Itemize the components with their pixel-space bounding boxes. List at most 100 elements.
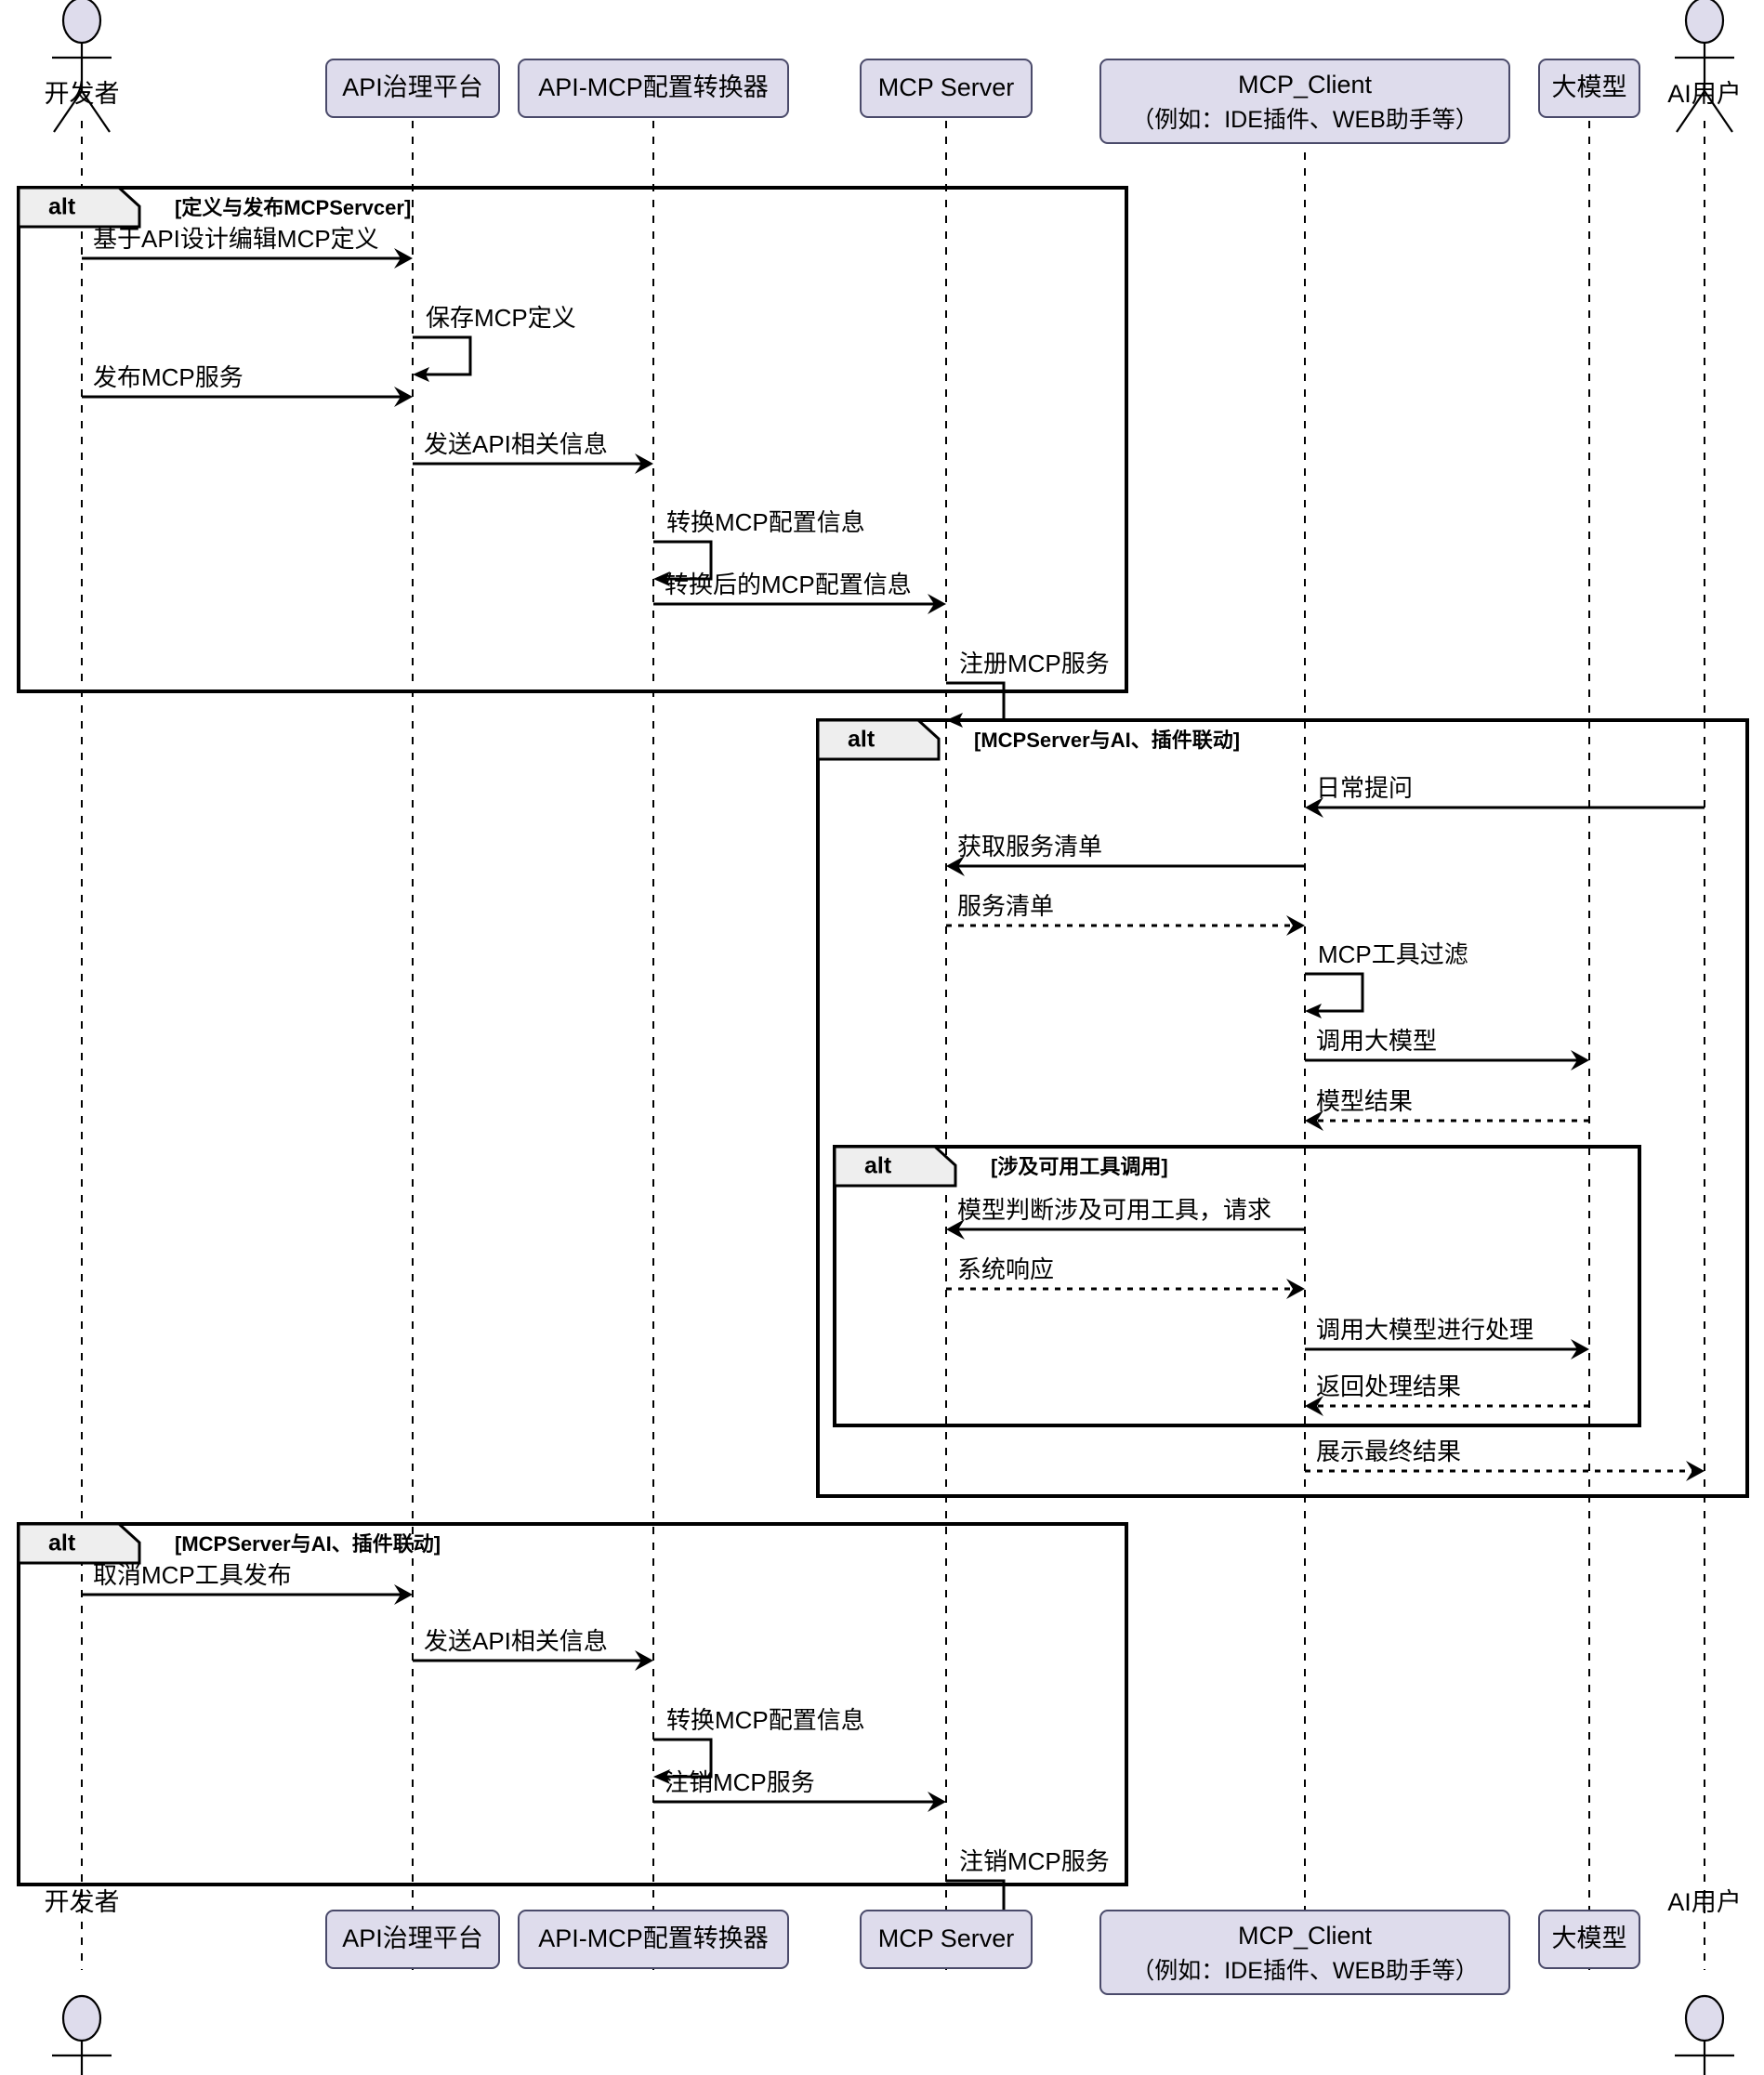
message-label: 展示最终结果	[1316, 1438, 1461, 1465]
frame-condition: [MCPServer与AI、插件联动]	[974, 729, 1240, 752]
self-message-line	[653, 1738, 713, 1779]
actor-label-dev: 开发者	[45, 80, 120, 108]
self-message-line	[946, 681, 1006, 722]
message-label: 注销MCP服务	[665, 1768, 815, 1796]
message-m8: 日常提问	[1305, 774, 1705, 818]
frame-condition: [定义与发布MCPServcer]	[175, 196, 411, 219]
frame-tab	[816, 718, 941, 761]
arrowhead	[1571, 1050, 1589, 1070]
actor-dev: 开发者	[45, 0, 120, 133]
participant-conv[interactable]: API-MCP配置转换器	[518, 59, 789, 118]
message-m20: 发送API相关信息	[413, 1627, 653, 1671]
participant-box-mcps[interactable]	[860, 59, 1033, 118]
participant-api[interactable]: API治理平台	[325, 1910, 500, 1969]
participant-client[interactable]: MCP_Client （例如：IDE插件、WEB助手等）	[1099, 59, 1510, 144]
participant-box-conv[interactable]	[518, 59, 789, 118]
arrowhead	[1286, 915, 1305, 936]
frame-keyword: alt	[48, 1530, 76, 1556]
arrowhead	[653, 571, 670, 586]
actor-head-icon	[1684, 0, 1725, 45]
participant-box-conv[interactable]	[518, 1910, 789, 1969]
message-label: 注册MCP服务	[959, 650, 1110, 677]
message-label: 系统响应	[957, 1255, 1054, 1283]
actor-legs	[53, 89, 111, 133]
participant-label-client: MCP_Client	[1238, 71, 1373, 98]
participant-llm[interactable]: 大模型	[1538, 1910, 1640, 1969]
message-m9: 获取服务清单	[946, 833, 1305, 876]
arrowhead	[653, 1769, 670, 1784]
message-m1: 基于API设计编辑MCP定义	[82, 225, 413, 269]
participant-label-llm: 大模型	[1552, 73, 1627, 101]
arrowhead	[946, 1219, 965, 1240]
participant-mcps[interactable]: MCP Server	[860, 1910, 1033, 1969]
participant-label-api: API治理平台	[342, 73, 483, 101]
participant-sublabel-client: （例如：IDE插件、WEB助手等）	[1131, 107, 1479, 133]
participant-client[interactable]: MCP_Client（例如：IDE插件、WEB助手等）	[1099, 1910, 1510, 1995]
participant-box-llm[interactable]	[1538, 1910, 1640, 1969]
frame-alt-frame-3: alt[涉及可用工具调用]	[833, 1145, 1641, 1427]
message-label: 模型结果	[1316, 1087, 1413, 1115]
participant-label-mcps: MCP Server	[878, 73, 1015, 101]
message-label: 调用大模型进行处理	[1316, 1316, 1534, 1344]
participant-conv[interactable]: API-MCP配置转换器	[518, 1910, 789, 1969]
participant-mcps[interactable]: MCP Server	[860, 59, 1033, 118]
participant-llm[interactable]: 大模型	[1538, 59, 1640, 118]
actor-head-icon	[1684, 1994, 1725, 2042]
frame-alt-frame-1: alt [定义与发布MCPServcer]	[17, 186, 1128, 693]
actor-user: AI用户	[1667, 1888, 1742, 2075]
frame-keyword: alt	[848, 727, 875, 753]
message-m17: 返回处理结果	[1305, 1372, 1589, 1416]
participant-sublabel-client: （例如：IDE插件、WEB助手等）	[1131, 1958, 1479, 1984]
arrowhead	[946, 856, 965, 876]
message-label: 注销MCP服务	[959, 1847, 1110, 1875]
actor-legs	[1676, 89, 1733, 133]
message-m4: 发送API相关信息	[413, 430, 653, 474]
message-m12: 调用大模型	[1305, 1027, 1589, 1070]
message-m15: 系统响应	[946, 1255, 1305, 1299]
participants-layer: 开发者开发者API治理平台API治理平台API-MCP配置转换器API-MCP配…	[45, 0, 1742, 2075]
participant-label-api: API治理平台	[342, 1924, 483, 1952]
messages-layer: 基于API设计编辑MCP定义保存MCP定义发布MCP服务发送API相关信息转换M…	[82, 225, 1705, 1925]
participant-box-llm[interactable]	[1538, 59, 1640, 118]
frame-tab	[833, 1145, 957, 1188]
self-message-line	[653, 540, 713, 581]
actor-label-user: AI用户	[1667, 80, 1742, 108]
frame-border	[833, 1145, 1641, 1427]
arrowhead	[394, 387, 413, 407]
participant-box-client[interactable]	[1099, 59, 1510, 144]
message-m10: 服务清单	[946, 892, 1305, 936]
message-label: 基于API设计编辑MCP定义	[93, 225, 379, 253]
frame-alt-frame-4: alt[MCPServer与AI、插件联动]	[17, 1522, 1128, 1886]
frame-border	[17, 186, 1128, 693]
participant-box-client[interactable]	[1099, 1910, 1510, 1995]
arrowhead	[928, 594, 946, 614]
frame-tab	[17, 1522, 141, 1565]
message-label: 调用大模型	[1316, 1027, 1437, 1055]
message-label: 保存MCP定义	[426, 304, 576, 332]
participant-box-mcps[interactable]	[860, 1910, 1033, 1969]
arrowhead	[1686, 1461, 1705, 1481]
actor-head-icon	[61, 1994, 102, 2042]
frame-tab	[17, 186, 141, 229]
message-label: 发送API相关信息	[424, 1627, 608, 1655]
actor-dev: 开发者	[45, 1888, 120, 2075]
participant-box-api[interactable]	[325, 59, 500, 118]
message-label: 发布MCP服务	[93, 363, 244, 391]
message-m18: 展示最终结果	[1305, 1438, 1705, 1481]
message-m13: 模型结果	[1305, 1087, 1589, 1131]
message-m6: 转换后的MCP配置信息	[653, 571, 946, 614]
arrowhead	[394, 248, 413, 269]
message-label: 获取服务清单	[957, 833, 1102, 860]
frame-keyword: alt	[48, 194, 76, 220]
message-label: 发送API相关信息	[424, 430, 608, 458]
participant-box-api[interactable]	[325, 1910, 500, 1969]
arrowhead	[1286, 1279, 1305, 1299]
message-m5: 转换MCP配置信息	[653, 508, 865, 586]
arrowhead	[1305, 797, 1323, 818]
message-label: MCP工具过滤	[1318, 940, 1468, 968]
message-m19: 取消MCP工具发布	[82, 1561, 413, 1605]
message-label: 转换MCP配置信息	[666, 1706, 865, 1734]
frame-alt-frame-2: alt [MCPServer与AI、插件联动]	[816, 718, 1749, 1498]
participant-api[interactable]: API治理平台	[325, 59, 500, 118]
